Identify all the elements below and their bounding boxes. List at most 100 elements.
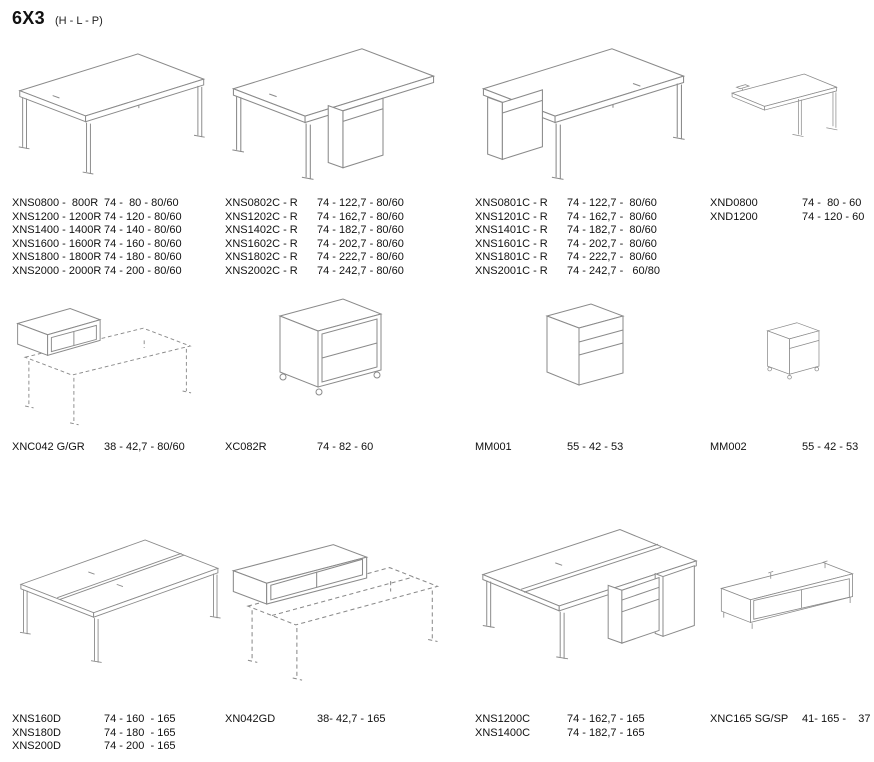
model-dimensions: 74 - 202,7 - 80/60: [317, 237, 404, 250]
model-code: XNS0801C - R: [475, 197, 548, 209]
model-dimensions: 38 - 42,7 - 80/60: [104, 441, 185, 453]
storage-unit-on-desk-drawing: [12, 286, 225, 436]
model-code: XND0800: [710, 197, 758, 209]
model-dimensions: 74 - 120 - 60: [802, 210, 865, 223]
model-dimensions: 74 - 162,7 - 165: [567, 713, 645, 725]
model-code: XNS160D: [12, 713, 61, 725]
model-dimensions: 74 - 182,7 - 80/60: [317, 224, 404, 236]
model-code: XNS1200 - 1200R: [12, 210, 102, 223]
product-cell: MM001 55 - 42 - 53: [475, 286, 710, 498]
product-cell: XC082R 74 - 82 - 60: [225, 286, 475, 498]
model-dimensions: 74 - 80 - 60: [802, 197, 862, 209]
model-code: XNS2000 - 2000R: [12, 264, 102, 277]
model-dimensions: 74 - 222,7 - 80/60: [567, 251, 657, 263]
model-code: XN042GD: [225, 713, 276, 725]
model-code: XNS1401C - R: [475, 224, 548, 236]
bench-desk-pedestals-drawing: [475, 498, 710, 708]
mobile-cabinet-drawing: [225, 286, 475, 436]
model-dimensions: 74 - 162,7 - 80/60: [567, 210, 657, 223]
spec-table: XNC042 G/GR 38 - 42,7 - 80/60: [12, 441, 225, 455]
model-code: XNS1402C - R: [225, 224, 298, 236]
spec-table: MM001 55 - 42 - 53: [475, 441, 710, 455]
model-code: XNS0802C - R: [225, 197, 298, 209]
model-dimensions: 74 - 122,7 - 80/60: [567, 197, 657, 209]
model-code: XNC165 SG/SP: [710, 713, 789, 725]
desk-drawing: [12, 34, 225, 192]
model-dimensions: 74 - 160 - 80/60: [104, 237, 182, 250]
product-cell: XND0800 74 - 80 - 60 XND1200 74 - 120 - 60: [710, 34, 872, 286]
model-code: XNS1801C - R: [475, 251, 548, 263]
model-dimensions: 74 - 180 - 80/60: [104, 251, 182, 263]
desk-ped-right-drawing: [225, 34, 475, 192]
model-code: XNS1201C - R: [475, 210, 548, 223]
model-code: XNS0800 - 800R: [12, 197, 99, 209]
bench-desk-drawing: [12, 498, 225, 708]
model-dimensions: 74 - 222,7 - 80/60: [317, 251, 404, 263]
model-dimensions: 74 - 182,7 - 80/60: [567, 224, 657, 236]
model-dimensions: 74 - 120 - 80/60: [104, 210, 182, 223]
model-code: XNS1400 - 1400R: [12, 224, 102, 236]
model-dimensions: 74 - 140 - 80/60: [104, 224, 182, 236]
model-dimensions: 41- 165 - 37: [802, 713, 871, 725]
model-code: XNS1802C - R: [225, 251, 298, 263]
model-dimensions: 74 - 160 - 165: [104, 713, 176, 725]
product-cell: XNC165 SG/SP 41- 165 - 37: [710, 498, 872, 754]
mobile-pedestal-drawing: [710, 286, 872, 436]
model-dimensions: 74 - 82 - 60: [317, 441, 374, 453]
model-code: XC082R: [225, 441, 267, 453]
spec-table: XNC165 SG/SP 41- 165 - 37: [710, 713, 872, 727]
page-header: 6X3 (H - L - P): [12, 8, 874, 34]
model-dimensions: 74 - 202,7 - 80/60: [567, 237, 657, 250]
model-code: XNS1200C: [475, 713, 531, 725]
model-code: XNS1602C - R: [225, 237, 298, 250]
storage-unit-on-bench-drawing: [225, 498, 475, 708]
model-dimensions: 55 - 42 - 53: [802, 441, 859, 453]
return-desk-drawing: [710, 34, 872, 192]
model-dimensions: 74 - 180 - 165: [104, 726, 176, 739]
model-code: XND1200: [710, 210, 758, 223]
spec-table: XND0800 74 - 80 - 60 XND1200 74 - 120 - 60: [710, 197, 872, 224]
model-code: XNS200D: [12, 740, 61, 752]
model-code: XNS1400C: [475, 726, 531, 739]
model-dimensions: 74 - 242,7 - 60/80: [567, 264, 660, 277]
model-code: XNS1600 - 1600R: [12, 237, 102, 250]
model-code: XNS1800 - 1800R: [12, 251, 102, 263]
model-dimensions: 55 - 42 - 53: [567, 441, 624, 453]
model-code: MM001: [475, 441, 512, 453]
drawer-pedestal-drawing: [475, 286, 710, 436]
dimension-legend: (H - L - P): [54, 15, 103, 27]
open-credenza-drawing: [710, 498, 872, 708]
model-code: XNC042 G/GR: [12, 441, 85, 453]
desk-ped-left-drawing: [475, 34, 710, 192]
model-dimensions: 74 - 182,7 - 165: [567, 726, 645, 739]
product-cell: XNC042 G/GR 38 - 42,7 - 80/60: [12, 286, 225, 498]
model-dimensions: 74 - 122,7 - 80/60: [317, 197, 404, 209]
model-code: XNS1601C - R: [475, 237, 548, 250]
model-dimensions: 74 - 80 - 80/60: [104, 197, 179, 209]
model-code: XNS180D: [12, 726, 61, 739]
model-dimensions: 74 - 242,7 - 80/60: [317, 264, 404, 277]
model-code: XNS2002C - R: [225, 264, 298, 277]
model-dimensions: 74 - 162,7 - 80/60: [317, 210, 404, 223]
page-title: 6X3: [12, 8, 45, 28]
model-code: XNS2001C - R: [475, 264, 548, 277]
model-dimensions: 74 - 200 - 165: [104, 740, 176, 752]
model-dimensions: 74 - 200 - 80/60: [104, 264, 182, 277]
model-code: XNS1202C - R: [225, 210, 298, 223]
